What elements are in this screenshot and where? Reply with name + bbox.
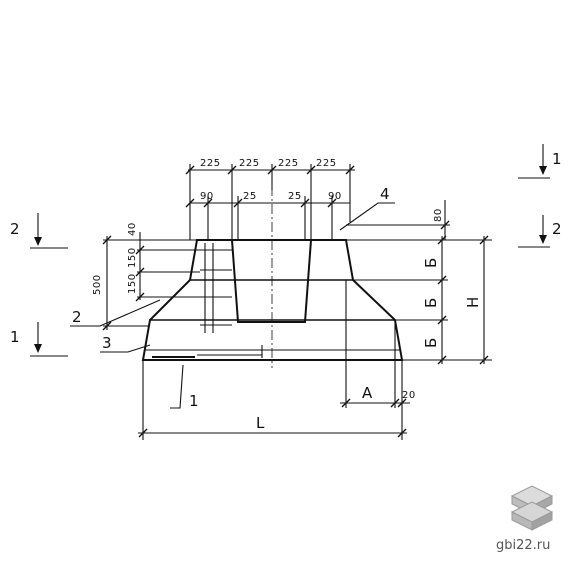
section-label-1-right: 1 [552, 150, 562, 168]
dim-500: 500 [92, 274, 103, 295]
callout-3: 3 [102, 334, 112, 352]
dim-225-2: 225 [239, 158, 260, 169]
section-label-2-right: 2 [552, 220, 562, 238]
dim-a: A [362, 384, 373, 402]
section-mark-2-left [30, 213, 68, 249]
dim-l: L [256, 414, 265, 432]
dim-80: 80 [433, 208, 444, 222]
section-mark-1-left [30, 322, 68, 357]
dim-b-middle: Б [422, 298, 440, 308]
callout-1: 1 [189, 392, 199, 410]
dim-25-right: 25 [288, 191, 302, 202]
section-mark-1-right [518, 144, 550, 179]
dim-150-lower: 150 [127, 273, 138, 294]
dim-225-3: 225 [278, 158, 299, 169]
callout-4: 4 [380, 185, 390, 203]
dim-20: 20 [402, 390, 416, 401]
dim-h: H [464, 297, 482, 308]
foundation-outline [141, 239, 404, 361]
dim-25-left: 25 [243, 191, 257, 202]
section-mark-2-right [518, 215, 550, 248]
section-label-2-left: 2 [10, 220, 20, 238]
dim-b-lower: Б [422, 338, 440, 348]
dim-90-right: 90 [328, 191, 342, 202]
dim-225-1: 225 [200, 158, 221, 169]
dim-225-4: 225 [316, 158, 337, 169]
dim-150-upper: 150 [127, 247, 138, 268]
section-label-1-left: 1 [10, 328, 20, 346]
site-watermark: gbi22.ru [496, 538, 551, 553]
callout-2: 2 [72, 308, 82, 326]
dim-90-left: 90 [200, 191, 214, 202]
dim-b-upper: Б [422, 258, 440, 268]
socket-outline [231, 239, 312, 323]
dim-40: 40 [127, 222, 138, 236]
site-logo-icon [510, 485, 554, 531]
